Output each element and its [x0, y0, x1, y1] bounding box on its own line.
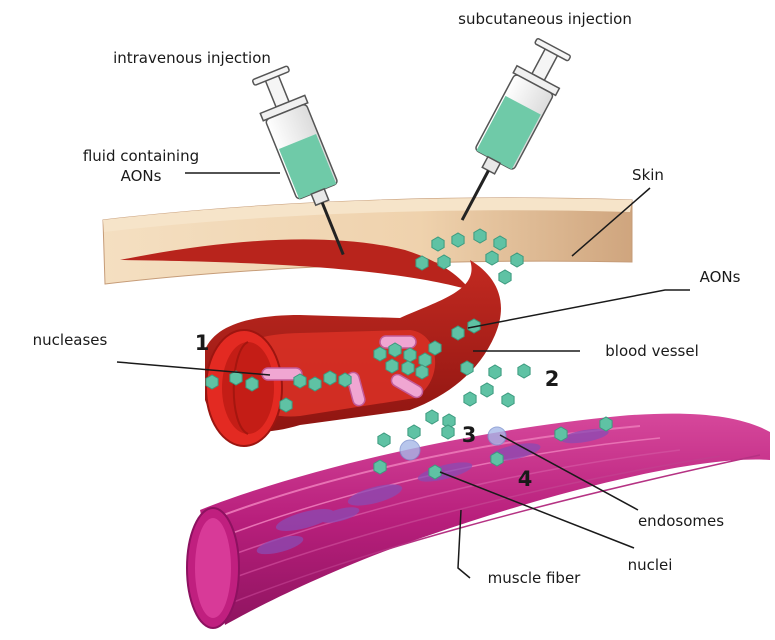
- aon-particle-icon: [419, 353, 431, 367]
- aon-particle-icon: [408, 425, 420, 439]
- aon-particle-icon: [438, 255, 450, 269]
- label-skin: Skin: [632, 166, 664, 184]
- aon-particle-icon: [491, 452, 503, 466]
- aon-particle-icon: [378, 433, 390, 447]
- aon-particle-icon: [206, 375, 218, 389]
- endosome-icon: [400, 440, 420, 460]
- aon-particle-icon: [499, 270, 511, 284]
- aon-particle-icon: [481, 383, 493, 397]
- aon-particle-icon: [555, 427, 567, 441]
- aon-particle-icon: [429, 341, 441, 355]
- label-aons: AONs: [700, 268, 741, 286]
- aon-particle-icon: [416, 365, 428, 379]
- aon-particle-icon: [324, 371, 336, 385]
- aon-particle-icon: [474, 229, 486, 243]
- aon-particle-icon: [309, 377, 321, 391]
- aon-particle-icon: [402, 361, 414, 375]
- aon-particle-icon: [404, 348, 416, 362]
- label-subcutaneous-injection: subcutaneous injection: [458, 10, 632, 28]
- aon-particle-icon: [461, 361, 473, 375]
- aon-particle-icon: [452, 326, 464, 340]
- step-number-4: 4: [518, 467, 533, 491]
- aon-particle-icon: [452, 233, 464, 247]
- aon-particle-icon: [486, 251, 498, 265]
- aon-particle-icon: [494, 236, 506, 250]
- aon-particle-icon: [294, 374, 306, 388]
- aon-particle-icon: [374, 347, 386, 361]
- aon-particle-icon: [339, 373, 351, 387]
- aon-particle-icon: [489, 365, 501, 379]
- aon-particle-icon: [464, 392, 476, 406]
- aon-particle-icon: [386, 359, 398, 373]
- aon-particle-icon: [511, 253, 523, 267]
- aon-particle-icon: [600, 417, 612, 431]
- label-endosomes: endosomes: [638, 512, 724, 530]
- label-fluid-containing: fluid containing: [83, 147, 199, 165]
- aon-particle-icon: [374, 460, 386, 474]
- aon-particle-icon: [442, 425, 454, 439]
- step-number-2: 2: [545, 367, 560, 391]
- label-muscle-fiber: muscle fiber: [488, 569, 582, 587]
- step-number-3: 3: [462, 423, 477, 447]
- aon-particle-icon: [518, 364, 530, 378]
- aon-particle-icon: [429, 465, 441, 479]
- aon-particle-icon: [432, 237, 444, 251]
- aon-particle-icon: [389, 343, 401, 357]
- aon-particle-icon: [502, 393, 514, 407]
- aon-particle-icon: [246, 377, 258, 391]
- label-nucleases: nucleases: [33, 331, 108, 349]
- aon-particle-icon: [416, 256, 428, 270]
- aon-particle-icon: [426, 410, 438, 424]
- label-intravenous-injection: intravenous injection: [113, 49, 271, 67]
- aon-particle-icon: [280, 398, 292, 412]
- label-fluid-aons: AONs: [121, 167, 162, 185]
- label-blood-vessel: blood vessel: [605, 342, 698, 360]
- step-number-1: 1: [195, 331, 210, 355]
- label-nuclei: nuclei: [628, 556, 673, 574]
